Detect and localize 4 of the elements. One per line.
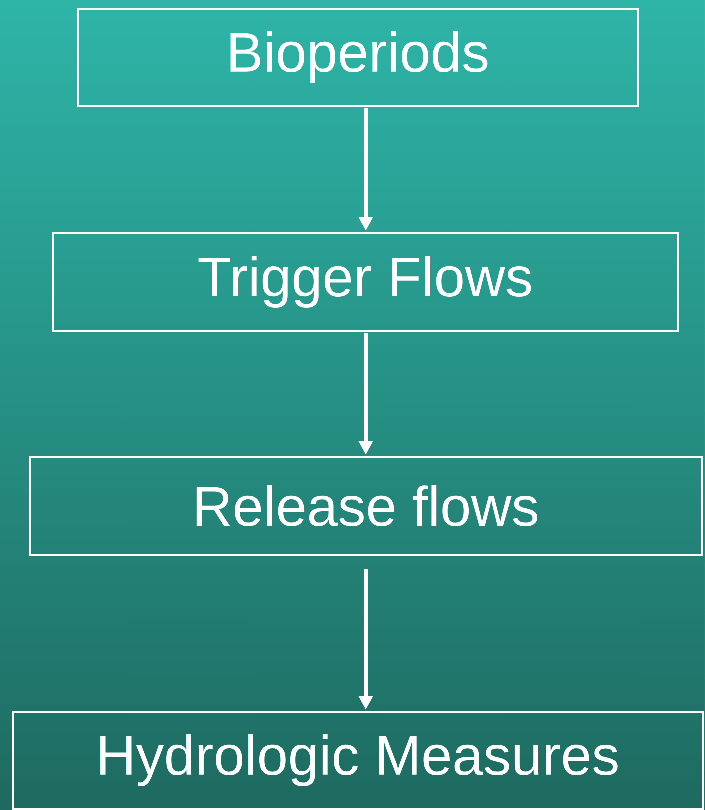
process-box: Release flows [29, 456, 703, 556]
process-box: Hydrologic Measures [12, 711, 704, 810]
process-box: Trigger Flows [52, 232, 679, 332]
process-box: Bioperiods [77, 8, 639, 107]
